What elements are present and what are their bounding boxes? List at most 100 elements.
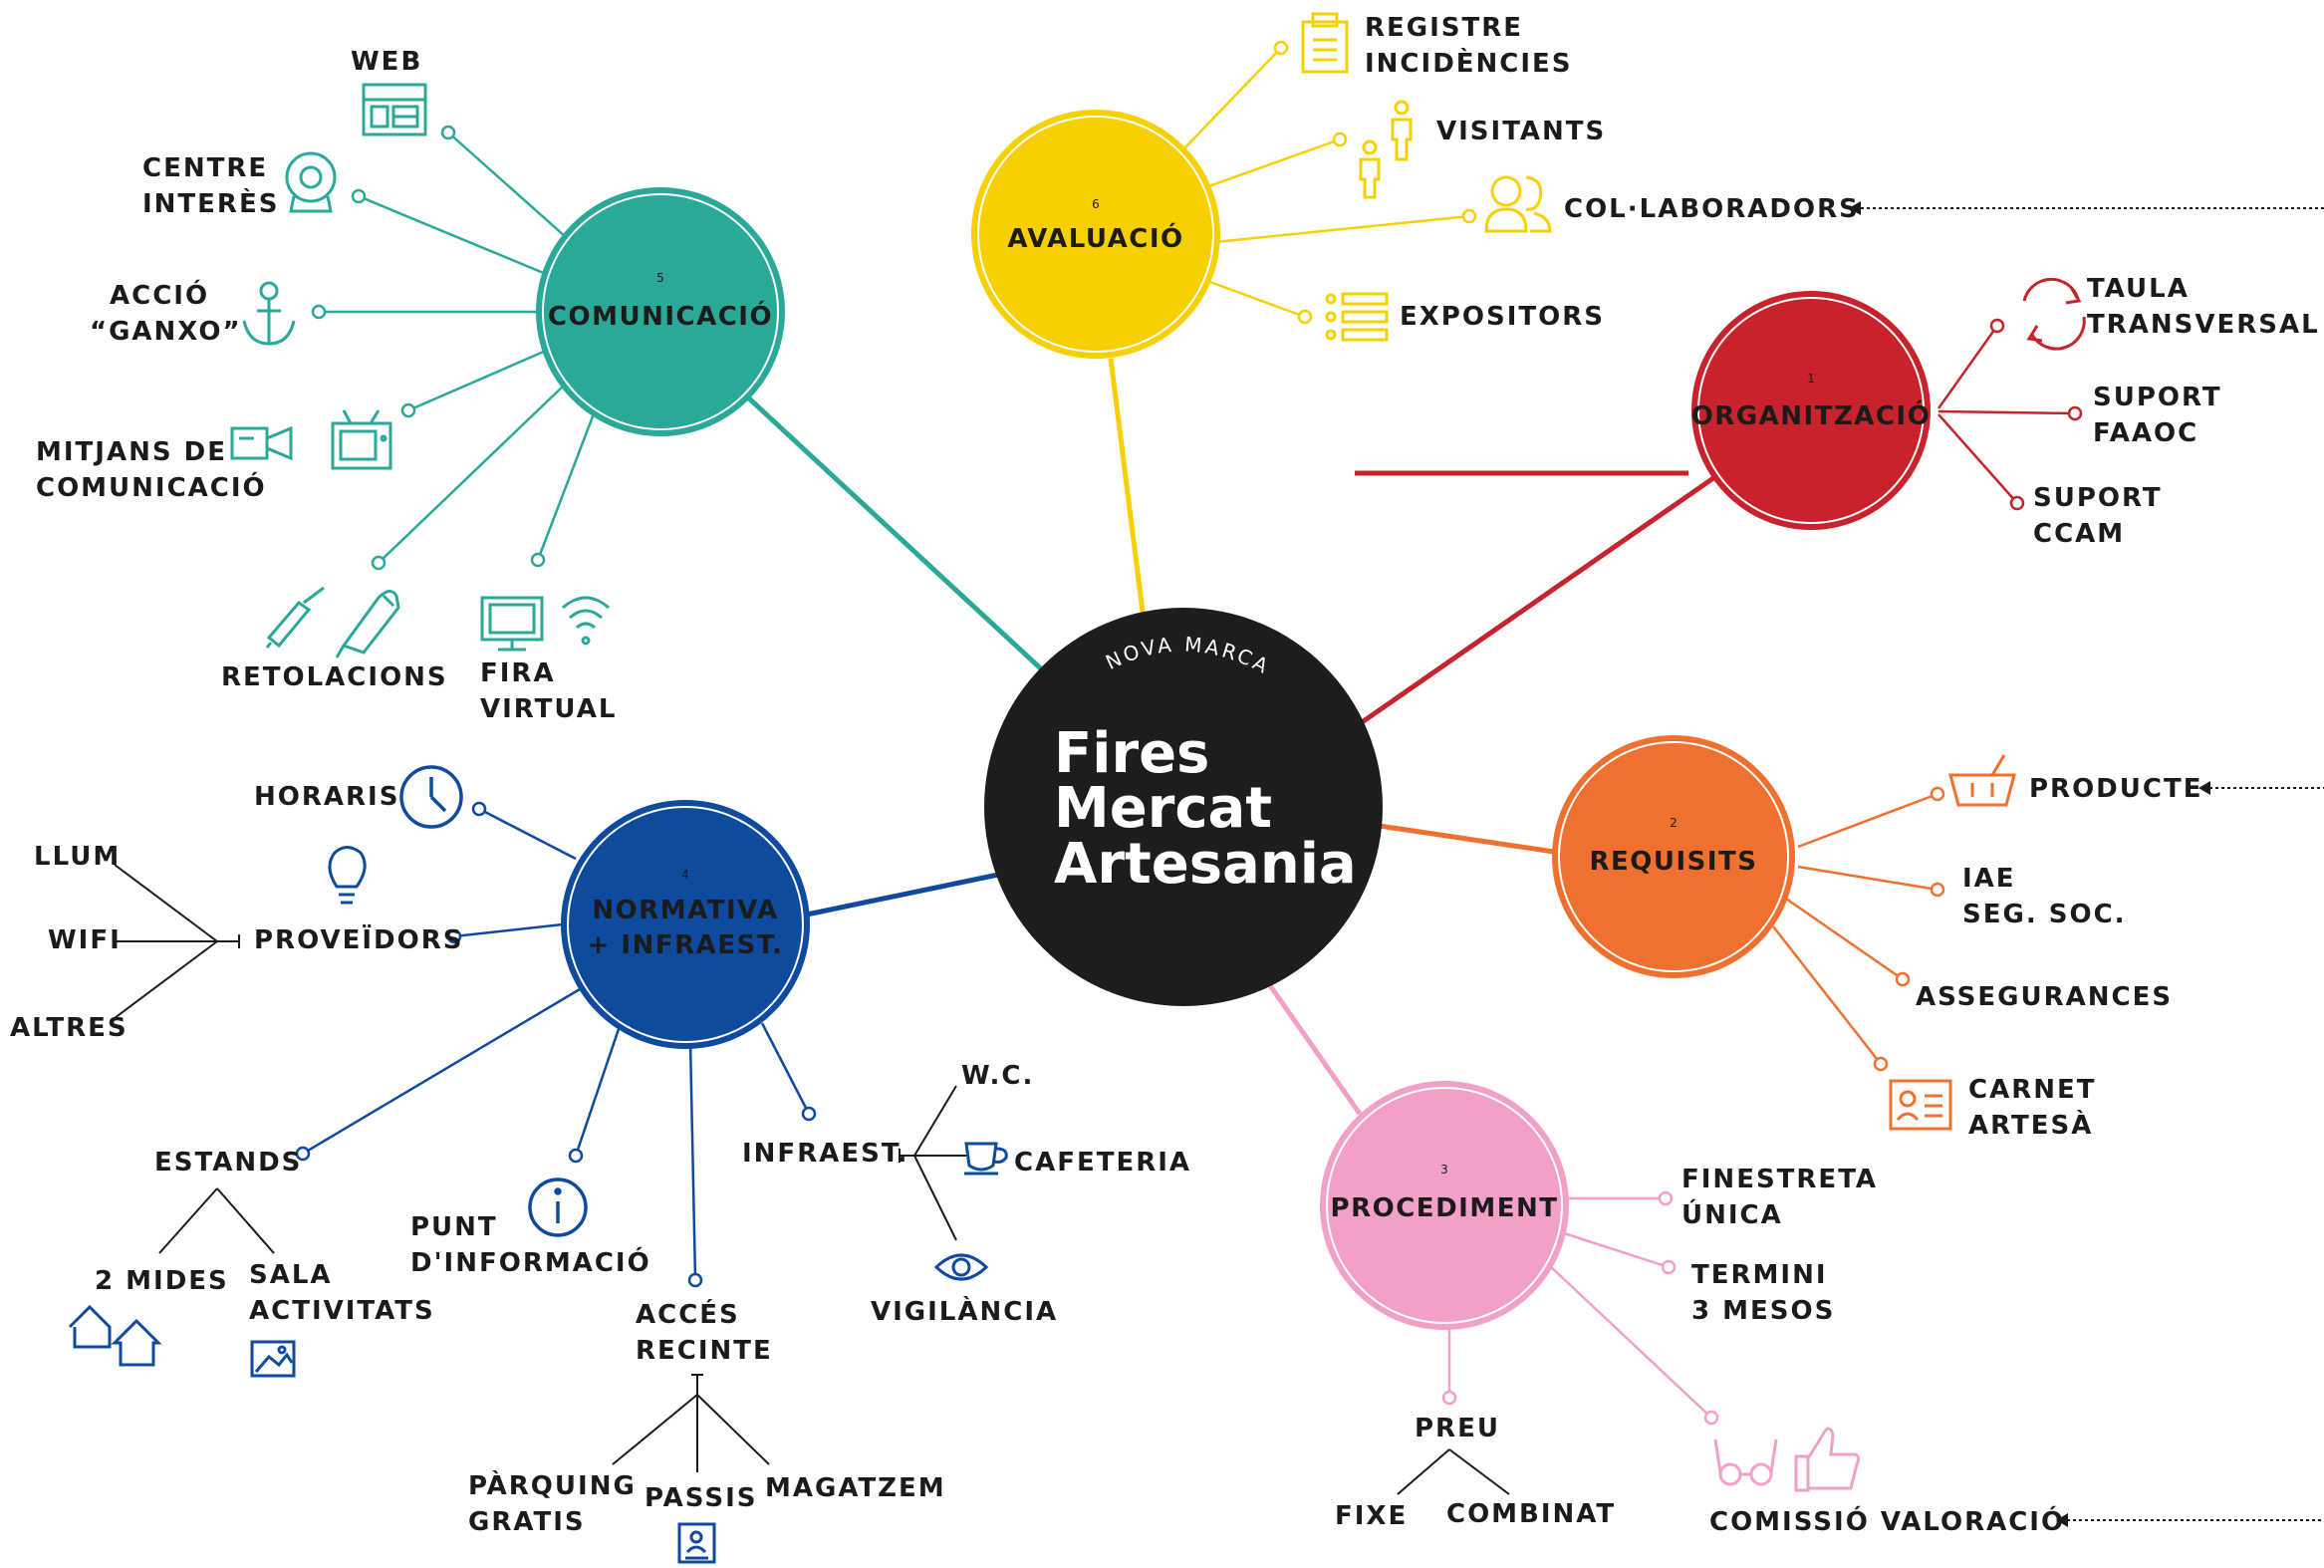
label-mitjans-2: COMUNICACIÓ: [36, 471, 267, 503]
center-title-line2: Mercat: [1054, 776, 1272, 841]
procediment-branches: [1441, 1190, 1719, 1426]
label-combinat: COMBINAT: [1446, 1499, 1616, 1529]
label-finestreta-2: ÚNICA: [1681, 1198, 1783, 1230]
label-acces-1: ACCÉS: [636, 1298, 740, 1330]
normativa-branches: [295, 801, 817, 1288]
label-registre-2: INCIDÈNCIES: [1365, 47, 1573, 79]
label-horaris: HORARIS: [254, 782, 399, 812]
label-ccam-1: SUPORT: [2033, 483, 2163, 513]
label-colaboradors: COL·LABORADORS: [1564, 194, 1860, 224]
label-centre-1: CENTRE: [142, 153, 268, 183]
node-procediment-number: 3: [1440, 1163, 1448, 1176]
arrow-colaboradors: [1849, 201, 2324, 215]
node-normativa: 4 NORMATIVA + INFRAEST.: [561, 800, 810, 1049]
proveidors-split: [114, 864, 240, 1019]
image-icon: [250, 1340, 296, 1378]
label-parquing-2: GRATIS: [468, 1507, 586, 1537]
connector-comunicacio-main: [747, 396, 1048, 675]
label-fixe: FIXE: [1335, 1501, 1408, 1531]
label-iae-2: SEG. SOC.: [1962, 900, 2127, 929]
center-node: NOVA MARCA Fires Mercat Artesania: [984, 608, 1383, 1006]
label-vigilancia: VIGILÀNCIA: [871, 1295, 1058, 1327]
label-llum: LLUM: [34, 842, 121, 872]
label-expositors: EXPOSITORS: [1400, 302, 1605, 332]
label-punt-1: PUNT: [410, 1212, 498, 1242]
label-proveidors: PROVEÏDORS: [254, 923, 463, 955]
label-termini-1: TERMINI: [1691, 1260, 1828, 1290]
node-avaluacio-number: 6: [1092, 197, 1100, 211]
basket-icon: [1948, 754, 2016, 807]
node-requisits: 2 REQUISITS: [1552, 735, 1795, 978]
label-infraest: INFRAEST.: [742, 1139, 909, 1169]
wifi-icon: [562, 596, 610, 646]
center-title-line3: Artesania: [1054, 832, 1357, 897]
refresh-icon: [2022, 277, 2086, 351]
label-termini-2: 3 MESOS: [1691, 1296, 1835, 1326]
node-avaluacio: 6 AVALUACIÓ: [971, 110, 1220, 359]
label-web: WEB: [351, 47, 422, 77]
node-comunicacio-title: COMUNICACIÓ: [548, 300, 773, 332]
label-mitjans-1: MITJANS DE: [36, 437, 227, 467]
label-estands: ESTANDS: [154, 1148, 302, 1177]
collaborators-icon: [1484, 175, 1552, 233]
label-accio-2: “GANXO”: [90, 317, 242, 347]
connector-organitzacio-main: [1353, 475, 1715, 730]
node-normativa-number: 4: [681, 868, 689, 882]
label-acces-2: RECINTE: [636, 1336, 773, 1366]
label-centre-2: INTERÈS: [142, 187, 279, 219]
label-assegurances: ASSEGURANCES: [1916, 982, 2173, 1012]
monitor-icon: [480, 596, 544, 652]
pen-icon: [335, 590, 400, 658]
label-sala-1: SALA: [249, 1260, 333, 1290]
camera-icon: [230, 425, 293, 461]
connector-requisits-main: [1372, 822, 1555, 855]
node-procediment: 3 PROCEDIMENT: [1320, 1081, 1569, 1330]
badge-icon: [677, 1522, 716, 1564]
acces-split: [612, 1374, 770, 1472]
label-fira-2: VIRTUAL: [480, 694, 617, 724]
label-faaoc-2: FAAOC: [2093, 418, 2198, 448]
label-comissio: COMISSIÓ VALORACIÓ: [1709, 1505, 2065, 1537]
label-sala-2: ACTIVITATS: [249, 1296, 435, 1326]
infraest-split: [899, 1085, 966, 1241]
connector-procediment-main: [1264, 979, 1363, 1116]
connector-avaluacio-main: [1108, 358, 1147, 621]
label-retolacions: RETOLACIONS: [221, 662, 448, 692]
arrow-producte: [2198, 781, 2324, 795]
label-ccam-2: CCAM: [2033, 519, 2125, 549]
webcam-icon: [285, 151, 337, 213]
node-procediment-title: PROCEDIMENT: [1331, 1193, 1559, 1223]
node-organitzacio-title: ORGANITZACIÓ: [1691, 399, 1932, 431]
people-icon: [1359, 100, 1413, 199]
label-preu: PREU: [1415, 1414, 1500, 1443]
list-icon: [1325, 292, 1389, 342]
label-fira-1: FIRA: [480, 658, 556, 688]
preu-split: [1397, 1448, 1510, 1495]
label-mides: 2 MIDES: [95, 1266, 229, 1296]
node-comunicacio: 5 COMUNICACIÓ: [536, 187, 785, 436]
label-taula-2: TRANSVERSAL: [2087, 310, 2320, 340]
label-carnet-1: CARNET: [1968, 1075, 2096, 1105]
eye-icon: [933, 1253, 989, 1281]
info-icon: [528, 1177, 588, 1237]
web-icon: [362, 83, 427, 136]
node-requisits-number: 2: [1670, 816, 1678, 830]
screwdriver-icon: [265, 586, 325, 649]
center-title-line1: Fires: [1054, 721, 1209, 786]
label-iae-1: IAE: [1962, 864, 2016, 894]
node-avaluacio-title: AVALUACIÓ: [1007, 222, 1183, 254]
label-cafeteria: CAFETERIA: [1014, 1148, 1191, 1177]
label-punt-2: D'INFORMACIÓ: [410, 1246, 651, 1278]
avaluacio-branches: [1182, 40, 1477, 325]
label-carnet-2: ARTESÀ: [1968, 1109, 2093, 1141]
house-icon: [68, 1304, 162, 1367]
label-faaoc-1: SUPORT: [2093, 383, 2222, 412]
label-finestreta-1: FINESTRETA: [1681, 1165, 1878, 1194]
anchor-icon: [242, 281, 296, 346]
comunicacio-branches: [311, 125, 600, 571]
node-normativa-title-1: NORMATIVA: [592, 896, 778, 925]
node-comunicacio-number: 5: [656, 271, 664, 285]
thumbs-up-icon: [1794, 1427, 1861, 1492]
label-registre-1: REGISTRE: [1365, 13, 1523, 43]
